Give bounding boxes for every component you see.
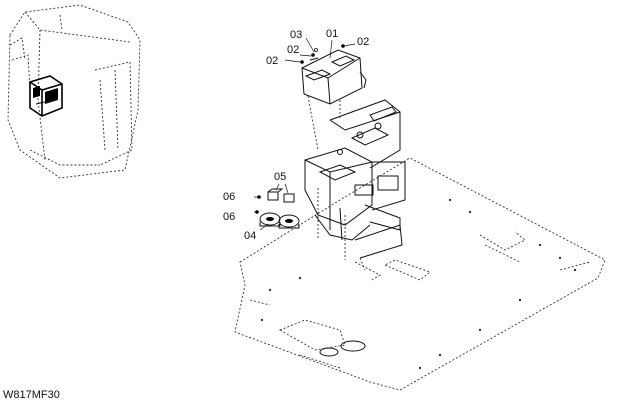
label-02-left: 02 [266,55,278,67]
part-05-clips [267,188,295,203]
label-06-lower: 06 [223,211,235,223]
label-05: 05 [274,171,286,183]
leader-lines [254,37,356,231]
floor-plate [234,157,606,391]
part-06-screws [255,195,261,214]
highlighted-console [29,75,63,117]
part-labels: 01 03 02 02 02 05 06 06 04 [223,28,369,242]
label-01: 01 [326,28,338,40]
label-02-right: 02 [357,36,369,48]
label-03: 03 [290,29,302,41]
cover-fasteners [300,44,345,64]
drawing-code: W817MF30 [3,389,60,401]
console-cover [301,49,367,151]
label-02-upper: 02 [287,44,299,56]
label-06-upper: 06 [223,191,235,203]
label-04: 04 [244,230,256,242]
cab-overview [7,4,141,179]
console-body [304,99,406,271]
part-04-discs [259,212,300,229]
